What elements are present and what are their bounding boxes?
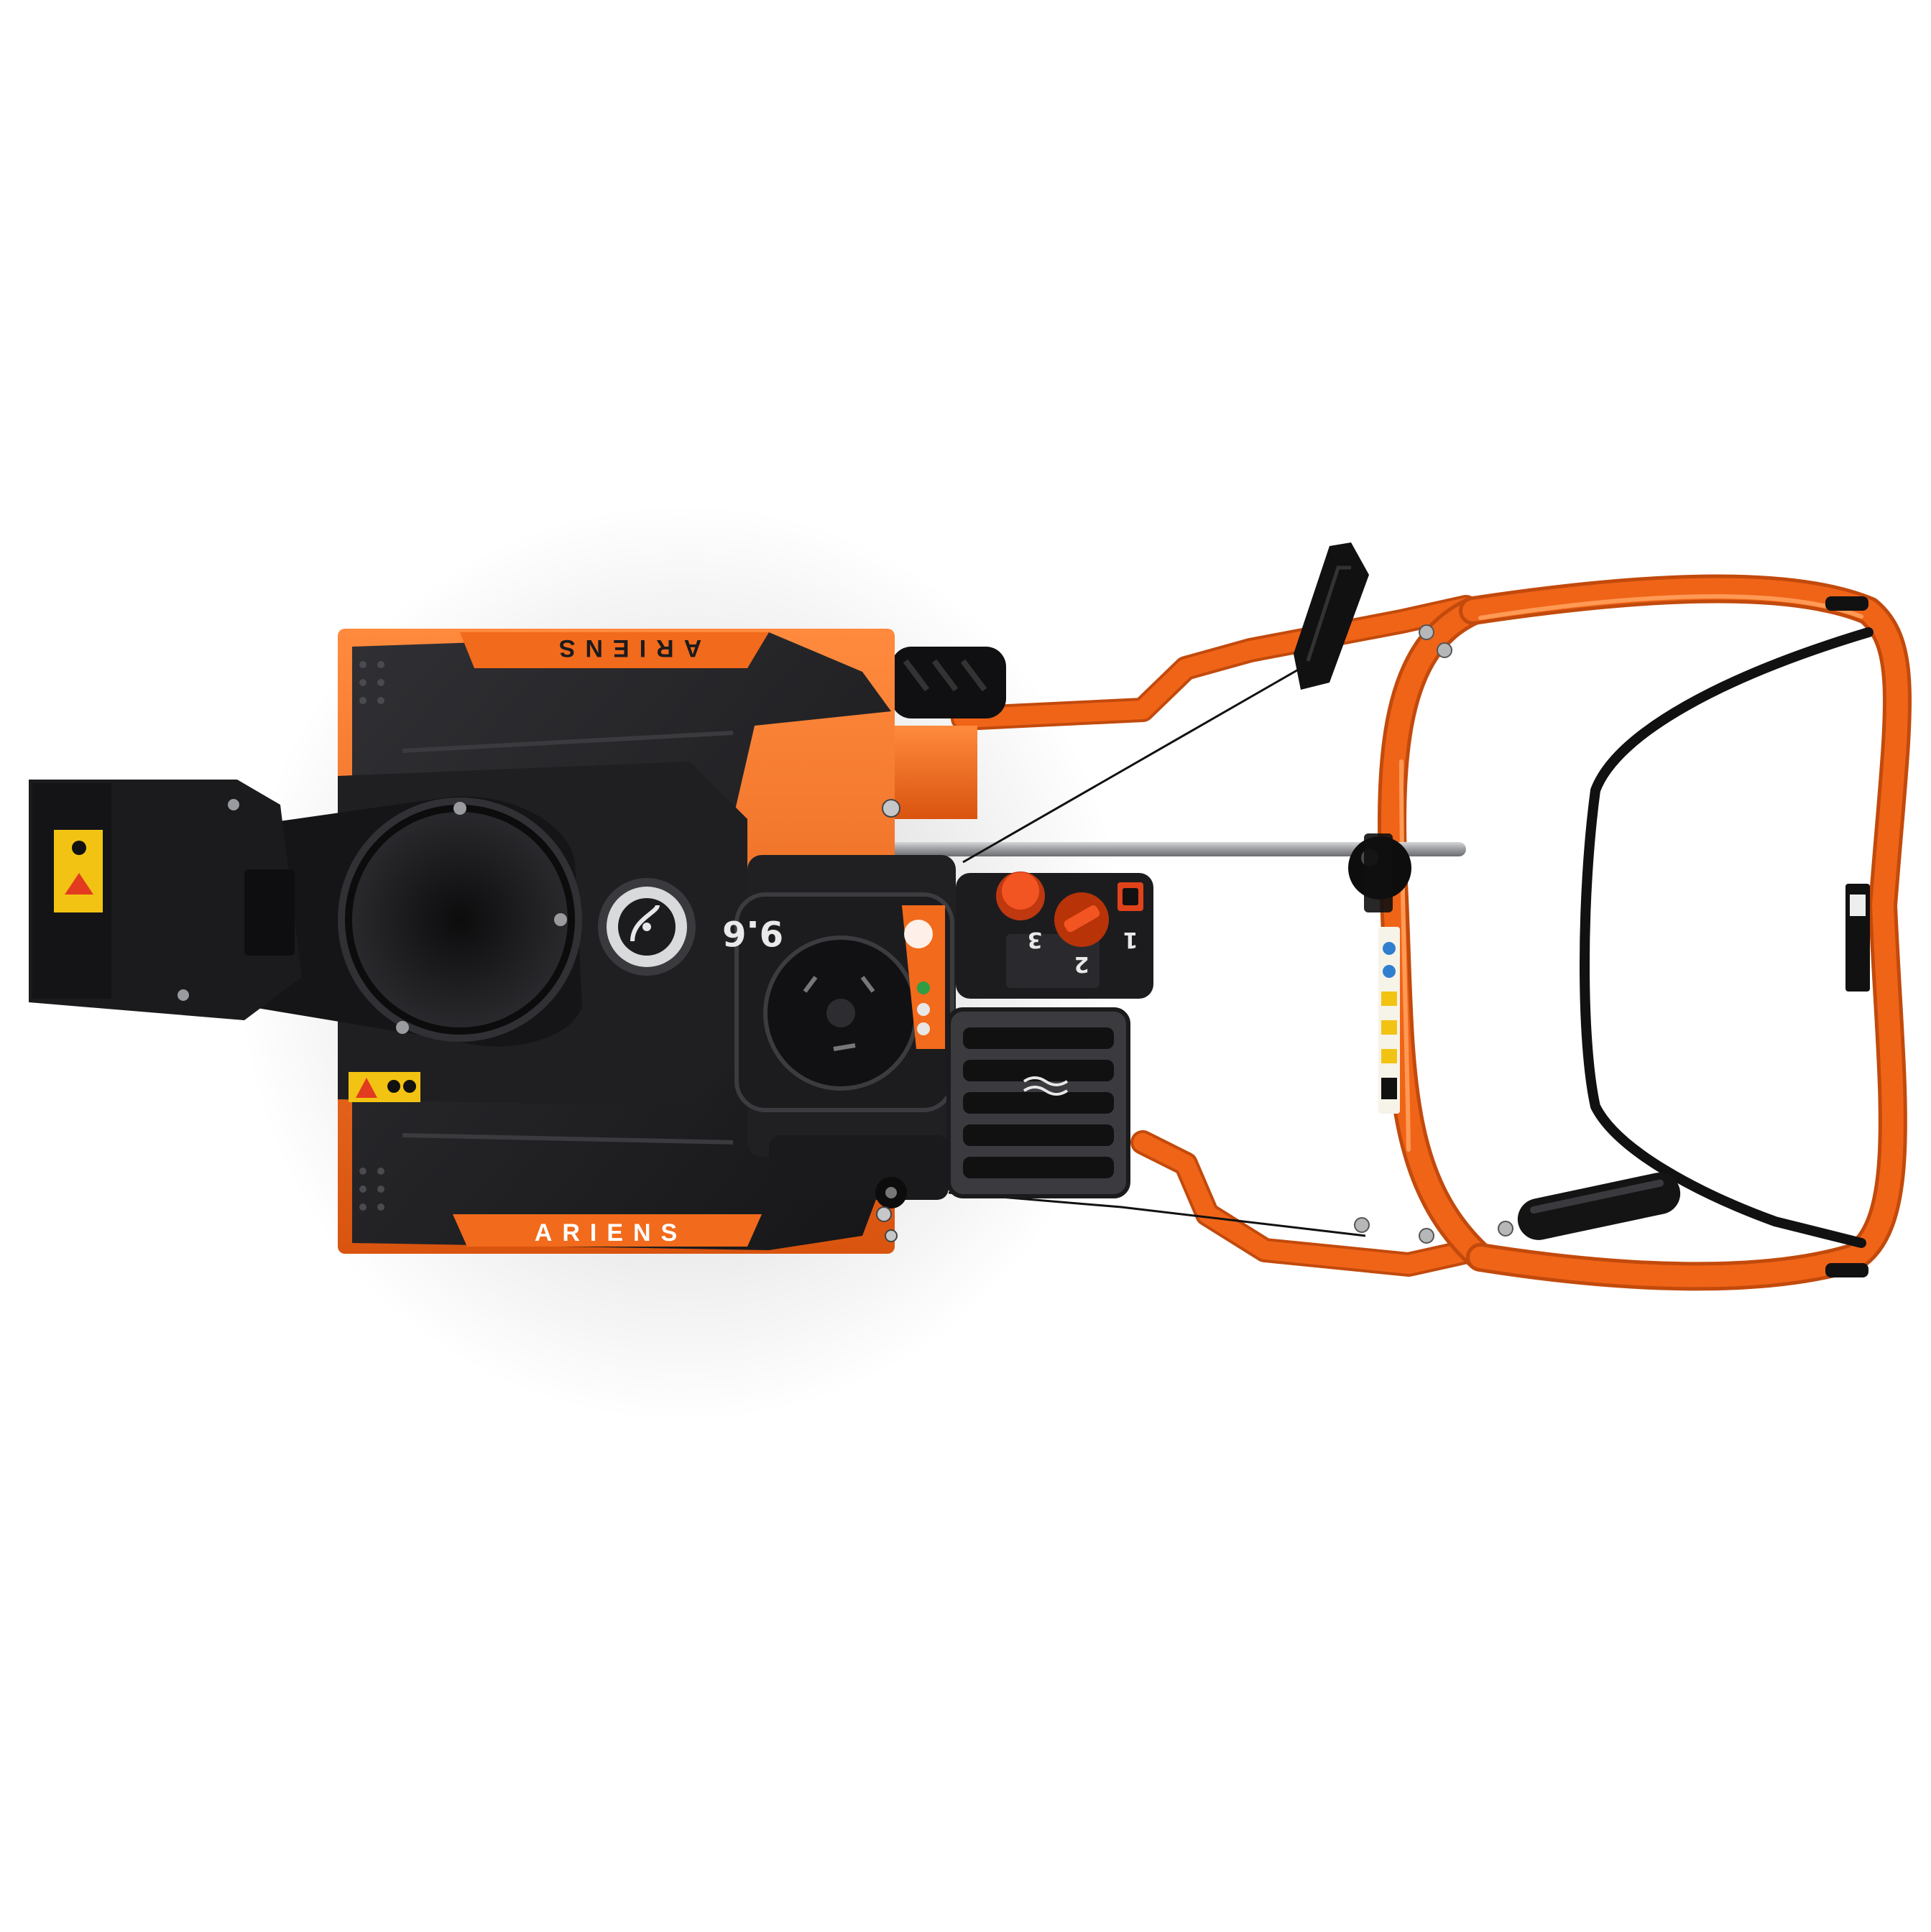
control-position-2: 2 [1074,951,1089,976]
engine [734,855,956,1157]
frame-bolts [1354,624,1513,1244]
brand-logo-top: ARIENS [549,634,701,662]
housing-bolts [876,799,900,1242]
brand-logo-bottom: ARIENS [535,1219,687,1247]
handle-label [1845,884,1870,992]
warning-triangle-icon [65,873,93,895]
warning-triangle-icon [356,1078,377,1098]
engine-displacement-label: 9.6 [722,912,783,953]
control-position-3: 3 [1028,927,1043,952]
handle-clip [1825,1263,1868,1277]
handle-decals [1378,927,1400,1114]
fuel-cap-icon[interactable] [598,878,696,976]
bail-handle [1580,627,1874,1248]
chassis-plate [884,726,977,819]
warning-decal-chute [54,830,103,912]
warning-decal-housing [349,1072,420,1102]
handle-frame [951,574,1912,1291]
grip-bar[interactable] [1513,1169,1684,1244]
chute-control-rod [747,833,1466,912]
belt-cover [769,1135,949,1208]
discharge-chute [29,780,582,1047]
wheel [891,647,1006,718]
ignition-switch[interactable] [1117,882,1143,911]
choke-knob[interactable] [1054,892,1109,947]
wave-symbol-icon [1023,1076,1069,1086]
handle-clip [1825,596,1868,611]
muffler-guard [946,1007,1130,1198]
control-position-1: 1 [1123,927,1138,952]
primer-button[interactable] [996,872,1045,920]
drive-lever[interactable] [1294,542,1369,690]
